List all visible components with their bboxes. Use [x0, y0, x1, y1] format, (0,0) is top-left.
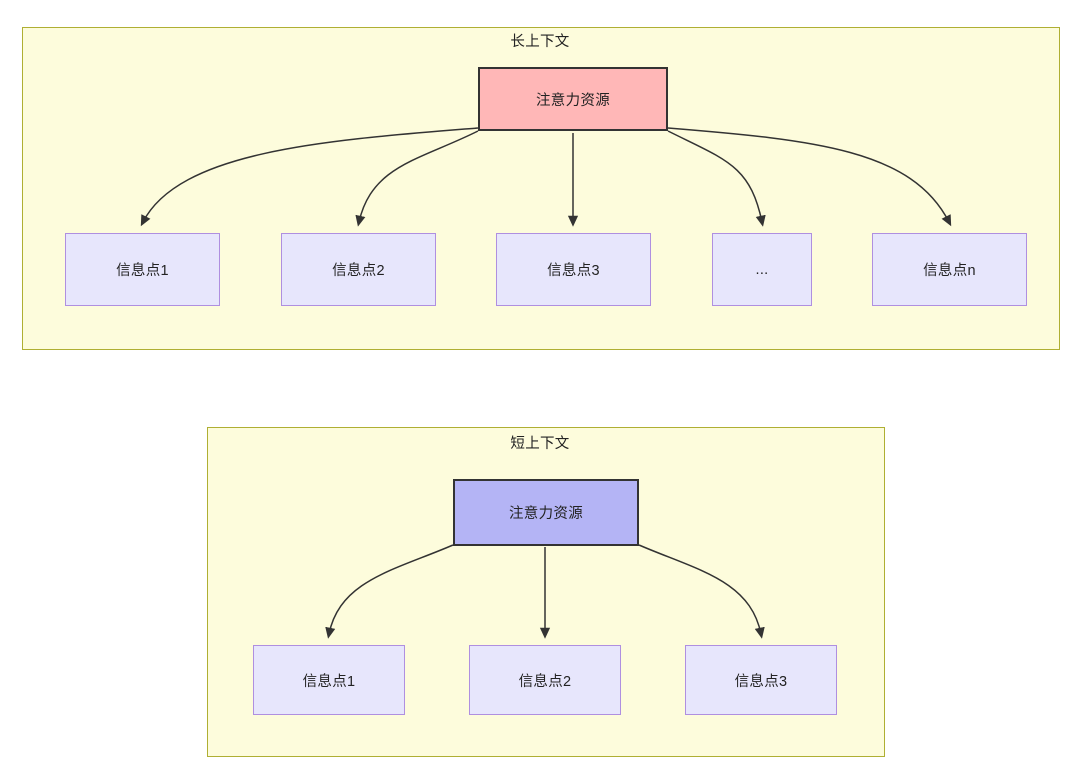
node-info-point-long-1[interactable]: 信息点1	[65, 233, 220, 306]
panel-long-context-title: 长上下文	[510, 34, 570, 50]
node-info-point-short-1[interactable]: 信息点1	[253, 645, 405, 715]
node-info-point-long-3[interactable]: 信息点3	[496, 233, 651, 306]
panel-short-context-title: 短上下文	[510, 436, 570, 452]
node-info-point-long-ellipsis[interactable]: ...	[712, 233, 812, 306]
node-info-point-short-3[interactable]: 信息点3	[685, 645, 837, 715]
node-attention-resource-long[interactable]: 注意力资源	[478, 67, 668, 131]
node-info-point-long-2[interactable]: 信息点2	[281, 233, 436, 306]
node-attention-resource-short[interactable]: 注意力资源	[453, 479, 639, 546]
node-info-point-long-n[interactable]: 信息点n	[872, 233, 1027, 306]
node-info-point-short-2[interactable]: 信息点2	[469, 645, 621, 715]
